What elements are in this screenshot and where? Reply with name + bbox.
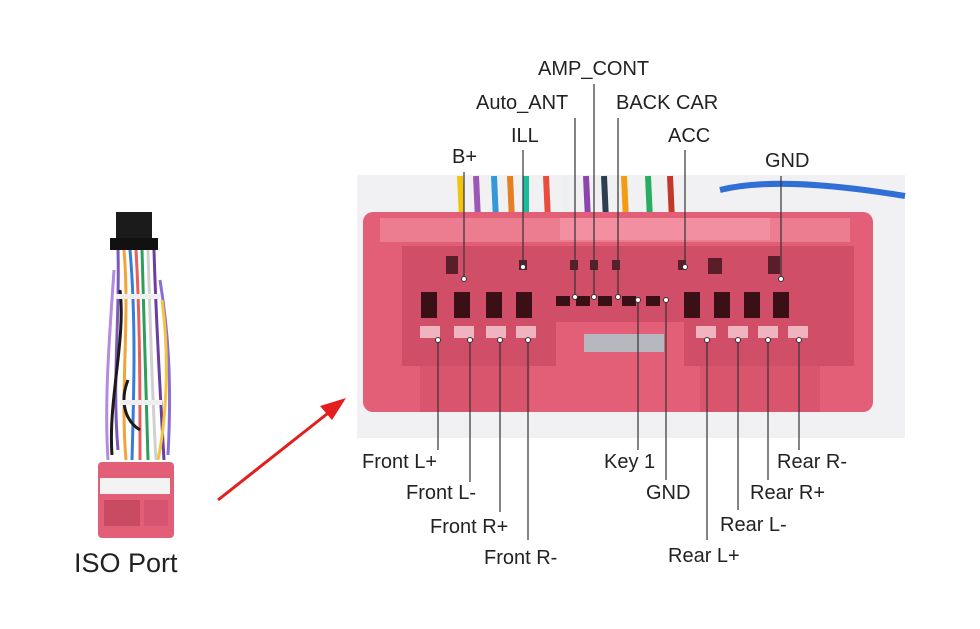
label-ill: ILL <box>511 125 539 147</box>
label-auto-ant: Auto_ANT <box>476 92 569 114</box>
leader-lines <box>437 84 800 540</box>
label-rear-l-plus: Rear L+ <box>668 545 740 567</box>
label-front-l-plus: Front L+ <box>362 451 438 473</box>
label-front-r-minus: Front R- <box>484 547 558 569</box>
label-front-r-plus: Front R+ <box>430 516 509 538</box>
label-key1: Key 1 <box>604 451 656 473</box>
label-rear-l-minus: Rear L- <box>720 514 787 536</box>
harness-thumbnail <box>98 212 174 538</box>
label-amp-cont: AMP_CONT <box>538 58 650 80</box>
label-front-l-minus: Front L- <box>406 482 477 504</box>
pointer-arrow <box>217 398 346 502</box>
label-rear-r-plus: Rear R+ <box>750 482 826 504</box>
label-b-plus: B+ <box>452 146 478 168</box>
connector-photo <box>357 175 906 438</box>
label-back-car: BACK CAR <box>616 92 719 114</box>
label-gnd-bottom: GND <box>646 482 691 504</box>
label-acc: ACC <box>668 125 711 147</box>
label-gnd-top: GND <box>765 150 810 172</box>
iso-port-caption: ISO Port <box>74 548 178 578</box>
pin-dots <box>435 264 802 343</box>
label-rear-r-minus: Rear R- <box>777 451 848 473</box>
